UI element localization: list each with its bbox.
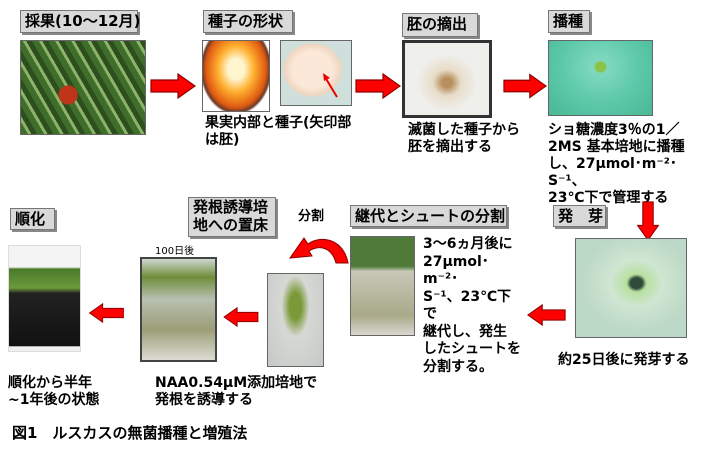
- fruit-interior-photo: [202, 40, 270, 112]
- rooted-100-days-photo: [140, 257, 217, 362]
- rooting-label-line: 発根誘導培: [193, 198, 269, 216]
- subculture-caption-line: 27μmol･m⁻²･: [423, 253, 489, 288]
- subculture-caption-line: S⁻¹、23℃下で: [423, 288, 512, 323]
- germination-label: 発 芽: [553, 205, 606, 227]
- subculture-photo: [350, 236, 415, 336]
- sowing-caption-line: 23℃下で管理する: [548, 190, 669, 206]
- arrow-left-icon: [220, 307, 262, 327]
- acclimation-label: 順化: [10, 208, 55, 230]
- arrow-right-icon: [150, 73, 196, 99]
- division-label: 分割: [298, 209, 325, 224]
- subculture-caption-line: 3～6ヵ月後に: [423, 236, 513, 252]
- rooting-label: 発根誘導培 地への置床: [188, 197, 276, 237]
- rooting-caption: NAA0.54μM添加培地で 発根を誘導する: [155, 375, 335, 409]
- days-after-label: 100日後: [155, 246, 195, 257]
- arrow-down-icon: [634, 201, 662, 241]
- embryo-photo: [402, 40, 492, 118]
- germination-photo: [575, 238, 687, 338]
- rooting-label-line: 地への置床: [193, 216, 269, 234]
- arrow-right-icon: [355, 73, 401, 99]
- seed-shape-label: 種子の形状: [203, 10, 293, 33]
- fruit-photo: [20, 40, 146, 135]
- acclimation-caption-line: 順化から半年: [8, 375, 92, 391]
- sowing-caption: ショ糖濃度3％の1／ 2MS 基本培地に播種 し、27μmol･m⁻²･S⁻¹、…: [548, 122, 705, 207]
- subculture-caption-line: 継代し、発生: [423, 323, 507, 340]
- subculture-label: 継代とシュートの分割: [350, 205, 507, 227]
- seed-photo: [280, 40, 352, 106]
- subculture-caption-line: 分割する。: [423, 358, 493, 375]
- red-arrow-icon: [323, 73, 338, 98]
- subculture-caption-line: したシュートを: [423, 341, 521, 357]
- sowing-photo: [548, 40, 653, 116]
- seed-shape-caption: 果実内部と種子(矢印部は胚): [205, 115, 352, 148]
- germination-caption: 約25日後に発芽する: [558, 352, 690, 368]
- sowing-caption-line: ショ糖濃度3％の1／: [548, 122, 680, 138]
- arrow-left-icon: [525, 304, 568, 326]
- figure-caption: 図1 ルスカスの無菌播種と増殖法: [12, 424, 248, 442]
- sowing-caption-line: 2MS 基本培地に播種: [548, 139, 685, 155]
- rooting-start-photo: [267, 273, 324, 367]
- rooting-caption-line: NAA0.54μM添加培地で: [155, 375, 318, 391]
- subculture-caption: 3～6ヵ月後に 27μmol･m⁻²･ S⁻¹、23℃下で 継代し、発生 したシ…: [423, 236, 523, 376]
- sowing-caption-line: し、27μmol･m⁻²･S⁻¹、: [548, 156, 677, 189]
- acclimated-plant-photo: [8, 245, 81, 352]
- sowing-label: 播種: [548, 10, 590, 33]
- embryo-caption: 滅菌した種子から胚を摘出する: [408, 122, 520, 155]
- curved-arrow-icon: [288, 237, 349, 264]
- rooting-caption-line: 発根を誘導する: [155, 392, 253, 408]
- arrow-left-icon: [85, 303, 128, 323]
- arrow-right-icon: [503, 73, 547, 99]
- embryo-extraction-label: 胚の摘出: [402, 13, 478, 37]
- acclimation-caption: 順化から半年 ~1年後の状態: [8, 375, 118, 409]
- harvest-label: 採果(10～12月): [20, 10, 140, 33]
- acclimation-caption-line: ~1年後の状態: [8, 392, 100, 408]
